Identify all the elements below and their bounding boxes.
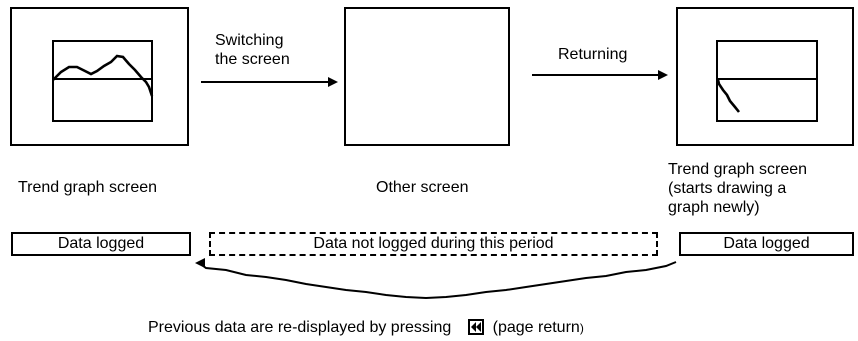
switch-label-line-1: Switching	[215, 32, 284, 49]
switch-label-line-2: the screen	[215, 51, 290, 68]
screen-label-trend-before: Trend graph screen	[18, 179, 158, 196]
switch-arrowhead	[328, 77, 338, 87]
other-screen	[344, 7, 510, 146]
data-logged-bar-left: Data logged	[11, 232, 191, 256]
return-arrowhead	[658, 70, 668, 80]
trend-graph-screen-after	[676, 7, 854, 146]
screen-label-trend-after-3: graph newly)	[668, 199, 760, 216]
page-return-bracket	[197, 261, 677, 300]
footer-note: Previous data are re-displayed by pressi…	[148, 318, 584, 338]
return-label: Returning	[558, 46, 628, 63]
bracket-arrowhead	[195, 258, 205, 268]
trend-line-full	[52, 54, 154, 97]
screen-label-other: Other screen	[376, 179, 469, 196]
page-return-icon	[468, 319, 485, 335]
screen-label-trend-after-2: (starts drawing a	[668, 180, 787, 197]
footer-suffix-paren: )	[579, 321, 584, 335]
trend-line-new	[716, 79, 741, 113]
footer-prefix: Previous data are re-displayed by pressi…	[148, 319, 452, 336]
trend-graph-window-before	[52, 40, 153, 122]
data-logged-bar-right: Data logged	[679, 232, 854, 256]
screen-label-trend-after-1: Trend graph screen	[668, 161, 808, 178]
data-not-logged-bar: Data not logged during this period	[209, 232, 658, 256]
trend-graph-screen-before	[10, 7, 189, 146]
footer-suffix: (page return	[492, 319, 580, 336]
